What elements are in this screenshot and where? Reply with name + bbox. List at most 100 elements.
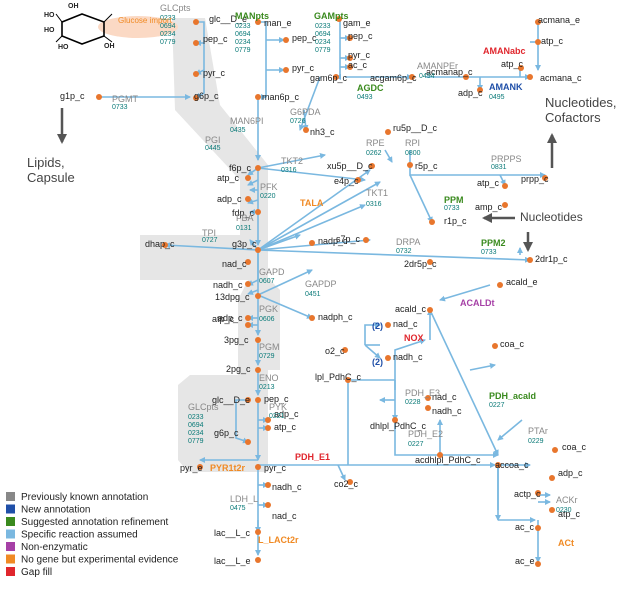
- metabolite-3pg-c: 3pg_c: [224, 335, 249, 345]
- node-pyr-c-4: [255, 464, 261, 470]
- gene-id: 0733: [444, 205, 460, 212]
- node-nad-c-2: [265, 502, 271, 508]
- enzyme-pyr1t2r: PYR1t2r: [210, 463, 246, 473]
- glucose-import-label: Glucose import: [118, 16, 173, 25]
- gene-id: 0607: [259, 278, 275, 285]
- gene-id: 0131: [236, 225, 252, 232]
- node-nad-c-4: [425, 395, 431, 401]
- node-glc-d-e-top: [193, 19, 199, 25]
- gene-id: 0233: [235, 23, 251, 30]
- gene-id: 0606: [259, 316, 275, 323]
- gene-id: 0220: [260, 193, 276, 200]
- metabolite-glc-d-e-2: glc__D_e: [212, 395, 250, 405]
- metabolite-g6p-c-1: g6p_c: [194, 91, 219, 101]
- gene-id: 0262: [366, 150, 382, 157]
- metabolite-f6p-c: f6p_c: [229, 163, 252, 173]
- node-nad-c-1: [245, 259, 251, 265]
- metabolite-pep-c-2: pep_c: [292, 33, 317, 43]
- node-lpl-pdhc-c: [345, 377, 351, 383]
- stoich-label: (2): [372, 321, 383, 331]
- metabolite-pep-c-1: pep_c: [203, 34, 228, 44]
- enzyme-pgi: PGI: [205, 135, 221, 145]
- metabolite-atp-c-1: atp_c: [501, 59, 524, 69]
- metabolite-pyr-c-2: pyr_c: [292, 63, 315, 73]
- glucose-ho-2: HO: [44, 27, 55, 34]
- node-r5p-c: [407, 162, 413, 168]
- node-nadp-c: [309, 240, 315, 246]
- enzyme-pgk: PGK: [259, 304, 278, 314]
- metabolite-g6p-c-2: g6p_c: [214, 428, 239, 438]
- gene-id: 0316: [281, 167, 297, 174]
- metabolite-adp-c-3: adp_c: [218, 313, 243, 323]
- nucleotides-cofactors-label: Nucleotides,Cofactors: [545, 95, 617, 125]
- enzyme-agdc: AGDC: [357, 83, 384, 93]
- gene-id: 0779: [315, 47, 331, 54]
- metabolite-nad-c-2: nad_c: [272, 511, 297, 521]
- enzyme-eno: ENO: [259, 373, 279, 383]
- legend-swatch: [6, 567, 15, 576]
- node-pep-c-3: [347, 35, 353, 41]
- gene-id: 0229: [528, 438, 544, 445]
- node-acmana-e: [535, 19, 541, 25]
- enzyme-gapdp: GAPDP: [305, 279, 337, 289]
- enzyme-tala: TALA: [300, 198, 324, 208]
- enzyme-ppm2: PPM2: [481, 238, 506, 248]
- metabolite-fdp-c: fdp_c: [232, 208, 255, 218]
- metabolite-nad-c-4: nad_c: [432, 392, 457, 402]
- node-atp-c-6: [502, 183, 508, 189]
- metabolite-nad-c-1: nad_c: [222, 259, 247, 269]
- legend-swatch: [6, 517, 15, 526]
- gene-id: 0831: [491, 164, 507, 171]
- node-pyr-c-2: [283, 67, 289, 73]
- gene-id: 0726: [290, 118, 306, 125]
- metabolite-nadh-c-4: nadh_c: [432, 406, 462, 416]
- node-atp-c-3: [245, 175, 251, 181]
- metabolite-pep-c-4: pep_c: [264, 394, 289, 404]
- metabolite-adp-c-1: adp_c: [458, 88, 483, 98]
- node-fdp-c: [255, 209, 261, 215]
- gene-id: 0227: [489, 402, 505, 409]
- legend-label: Previously known annotation: [21, 492, 148, 503]
- enzyme-amank: AMANK: [489, 82, 523, 92]
- gene-id: 0779: [235, 47, 251, 54]
- node-man-e: [255, 19, 261, 25]
- metabolite-nadh-c-3: nadh_c: [393, 352, 423, 362]
- metabolite-atp-c-4: atp_c: [212, 314, 235, 324]
- glucose-ho-1: HO: [44, 12, 55, 19]
- node-acald-c: [427, 307, 433, 313]
- metabolite-2pg-c: 2pg_c: [226, 364, 251, 374]
- node-2pg-c: [255, 367, 261, 373]
- gene-id: 0729: [259, 353, 275, 360]
- gene-id: 0227: [408, 441, 424, 448]
- metabolite-nadh-c-2: nadh_c: [272, 482, 302, 492]
- gene-id: 0493: [357, 94, 373, 101]
- legend-swatch: [6, 529, 15, 539]
- node-glc-d-e-2: [245, 397, 251, 403]
- node-co2-c: [347, 479, 353, 485]
- gene-id: 0233: [315, 23, 331, 30]
- enzyme-pgmt: PGMT: [112, 94, 139, 104]
- node-pep-c-2: [283, 37, 289, 43]
- node-nadh-c-3: [385, 355, 391, 361]
- stoich-label: (2): [372, 357, 383, 367]
- gene-id: 0233: [188, 414, 204, 421]
- metabolite-prpp-c: prpp_c: [521, 174, 549, 184]
- gene-id: 0230: [556, 507, 572, 514]
- enzyme-rpi: RPI: [405, 138, 420, 148]
- node-ac-e: [535, 561, 541, 567]
- enzyme-pdh-acald: PDH_acald: [489, 391, 536, 401]
- node-acmana-c: [527, 74, 533, 80]
- metabolite-atp-c-3: atp_c: [217, 173, 240, 183]
- metabolite-ru5p-d-c: ru5p__D_c: [393, 123, 438, 133]
- node-lac-l-c: [255, 529, 261, 535]
- glucose-oh-2: OH: [104, 43, 115, 50]
- node-adp-c-5: [549, 475, 555, 481]
- node-2dr1p-c: [527, 257, 533, 263]
- node-dhap-c: [162, 242, 168, 248]
- gene-id: 0494: [419, 73, 435, 80]
- gene-id: 0221: [269, 413, 285, 420]
- metabolite-nh3-c: nh3_c: [310, 127, 335, 137]
- outflow-arrows: [57, 108, 557, 252]
